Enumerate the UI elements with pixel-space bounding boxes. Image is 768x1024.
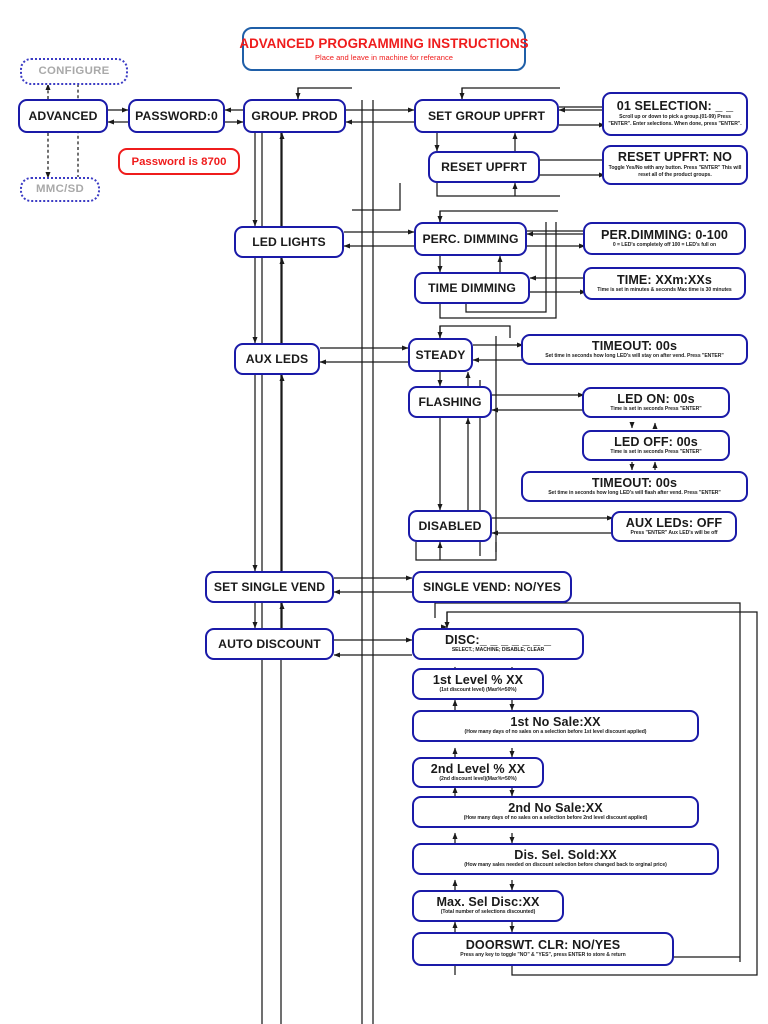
node-aux-leds-label: AUX LEDS (245, 351, 309, 366)
node-aux-leds-off-title: AUX LEDs: OFF (625, 515, 723, 530)
page-title-banner: ADVANCED PROGRAMMING INSTRUCTIONS Place … (239, 27, 529, 71)
node-led-lights[interactable]: LED LIGHTS (234, 226, 344, 258)
node-led-on-sub: Time is set in seconds Press "ENTER" (610, 405, 702, 412)
node-1st-level-sub: (1st discount level) (Max%=50%) (439, 687, 517, 694)
node-time-xxm-xxs[interactable]: TIME: XXm:XXs Time is set in minutes & s… (583, 267, 746, 300)
node-timeout-steady[interactable]: TIMEOUT: 00s Set time in seconds how lon… (521, 334, 748, 365)
node-time-xxm-xxs-sub: Time is set in minutes & seconds Max tim… (597, 286, 732, 293)
node-configure-label: CONFIGURE (38, 64, 110, 77)
node-password-label: PASSWORD:0 (135, 108, 218, 123)
node-1st-no-sale[interactable]: 1st No Sale:XX (How many days of no sale… (412, 710, 699, 742)
node-mmc-sd-label: MMC/SD (36, 182, 84, 195)
node-dis-sel-sold-sub: (How many sales needed on discount selec… (464, 862, 667, 869)
node-timeout-steady-sub: Set time in seconds how long LED's will … (545, 352, 724, 359)
node-advanced-label: ADVANCED (28, 108, 98, 123)
node-aux-leds[interactable]: AUX LEDS (234, 343, 320, 375)
node-set-group-upfrt-label: SET GROUP UPFRT (427, 108, 546, 123)
node-max-sel-disc-sub: (Total number of selections discounted) (440, 909, 536, 916)
node-per-dimming[interactable]: PER.DIMMING: 0-100 0 = LED's completely … (583, 222, 746, 255)
node-disc[interactable]: DISC:_ _ _ _ _ _ _ SELECT.; MACHINE; DIS… (412, 628, 584, 660)
node-single-vend[interactable]: SINGLE VEND: NO/YES (412, 571, 572, 603)
node-01-selection-title: 01 SELECTION: _ _ (616, 99, 734, 114)
node-2nd-level-title: 2nd Level % XX (430, 761, 526, 776)
node-dis-sel-sold[interactable]: Dis. Sel. Sold:XX (How many sales needed… (412, 843, 719, 875)
node-time-dimming-label: TIME DIMMING (428, 280, 516, 295)
node-disc-sub: SELECT.; MACHINE; DISABLE; CLEAR (451, 647, 545, 654)
node-led-off-title: LED OFF: 00s (614, 434, 698, 449)
node-01-selection-sub: Scroll up or down to pick a group.(01-99… (608, 114, 742, 128)
password-note: Password is 8700 (118, 148, 240, 175)
node-doorswt-clr[interactable]: DOORSWT. CLR: NO/YES Press any key to to… (412, 932, 674, 966)
node-per-dimming-title: PER.DIMMING: 0-100 (600, 227, 729, 242)
node-mmc-sd[interactable]: MMC/SD (20, 177, 100, 202)
node-led-off[interactable]: LED OFF: 00s Time is set in seconds Pres… (582, 430, 730, 461)
node-led-on[interactable]: LED ON: 00s Time is set in seconds Press… (582, 387, 730, 418)
node-reset-upfrt-no[interactable]: RESET UPFRT: NO Toggle Yes/No with any b… (602, 145, 748, 185)
node-timeout-flashing[interactable]: TIMEOUT: 00s Set time in seconds how lon… (521, 471, 748, 502)
node-per-dimming-sub: 0 = LED's completely off 100 = LED's ful… (612, 241, 717, 248)
node-set-single-vend-label: SET SINGLE VEND (213, 579, 326, 594)
node-disabled-label: DISABLED (418, 518, 482, 533)
node-2nd-no-sale[interactable]: 2nd No Sale:XX (How many days of no sale… (412, 796, 699, 828)
node-auto-discount-label: AUTO DISCOUNT (218, 636, 321, 651)
node-led-off-sub: Time is set in seconds Press "ENTER" (610, 448, 702, 455)
node-2nd-no-sale-sub: (How many days of no sales on a selectio… (463, 815, 648, 822)
node-perc-dimming[interactable]: PERC. DIMMING (414, 222, 527, 256)
node-dis-sel-sold-title: Dis. Sel. Sold:XX (514, 848, 617, 863)
password-note-text: Password is 8700 (131, 155, 227, 168)
node-01-selection[interactable]: 01 SELECTION: _ _ Scroll up or down to p… (602, 92, 748, 136)
node-2nd-level-sub: (2nd discount level)(Max%=50%) (439, 775, 517, 782)
node-perc-dimming-label: PERC. DIMMING (422, 231, 519, 246)
node-timeout-steady-title: TIMEOUT: 00s (591, 338, 678, 353)
node-steady-label: STEADY (415, 347, 466, 362)
node-time-xxm-xxs-title: TIME: XXm:XXs (616, 272, 713, 287)
node-flashing[interactable]: FLASHING (408, 386, 492, 418)
node-doorswt-clr-title: DOORSWT. CLR: NO/YES (465, 938, 621, 953)
title-line-2: Place and leave in machine for referance (314, 53, 454, 62)
node-set-single-vend[interactable]: SET SINGLE VEND (205, 571, 334, 603)
node-max-sel-disc[interactable]: Max. Sel Disc:XX (Total number of select… (412, 890, 564, 922)
node-password[interactable]: PASSWORD:0 (128, 99, 225, 133)
node-flashing-label: FLASHING (418, 394, 482, 409)
node-aux-leds-off-sub: Press "ENTER" Aux LED's will be off (630, 529, 718, 536)
node-group-prod[interactable]: GROUP. PROD (243, 99, 346, 133)
node-doorswt-clr-sub: Press any key to toggle "NO" & "YES", pr… (460, 952, 626, 959)
node-1st-level[interactable]: 1st Level % XX (1st discount level) (Max… (412, 668, 544, 700)
node-2nd-no-sale-title: 2nd No Sale:XX (508, 801, 603, 816)
node-max-sel-disc-title: Max. Sel Disc:XX (436, 895, 540, 910)
title-line-1: ADVANCED PROGRAMMING INSTRUCTIONS (239, 36, 529, 51)
node-reset-upfrt-label: RESET UPFRT (441, 159, 527, 174)
node-aux-leds-off[interactable]: AUX LEDs: OFF Press "ENTER" Aux LED's wi… (611, 511, 737, 542)
node-1st-no-sale-title: 1st No Sale:XX (510, 715, 601, 730)
node-configure[interactable]: CONFIGURE (20, 58, 128, 85)
node-steady[interactable]: STEADY (408, 338, 473, 372)
node-group-prod-label: GROUP. PROD (251, 108, 338, 123)
node-reset-upfrt-no-sub: Toggle Yes/No with any button. Press "EN… (608, 165, 742, 179)
node-disabled[interactable]: DISABLED (408, 510, 492, 542)
node-led-on-title: LED ON: 00s (617, 391, 695, 406)
node-reset-upfrt[interactable]: RESET UPFRT (428, 151, 540, 183)
node-timeout-flashing-title: TIMEOUT: 00s (591, 475, 678, 490)
node-auto-discount[interactable]: AUTO DISCOUNT (205, 628, 334, 660)
node-2nd-level[interactable]: 2nd Level % XX (2nd discount level)(Max%… (412, 757, 544, 788)
node-disc-title: DISC:_ _ _ _ _ _ _ (444, 633, 552, 648)
node-1st-no-sale-sub: (How many days of no sales on a selectio… (464, 729, 647, 736)
node-set-group-upfrt[interactable]: SET GROUP UPFRT (414, 99, 559, 133)
node-reset-upfrt-no-title: RESET UPFRT: NO (617, 150, 733, 165)
node-time-dimming[interactable]: TIME DIMMING (414, 272, 530, 304)
node-led-lights-label: LED LIGHTS (252, 234, 326, 249)
node-1st-level-title: 1st Level % XX (432, 673, 524, 688)
node-timeout-flashing-sub: Set time in seconds how long LED's will … (548, 489, 721, 496)
node-single-vend-label: SINGLE VEND: NO/YES (422, 579, 561, 594)
node-advanced[interactable]: ADVANCED (18, 99, 108, 133)
